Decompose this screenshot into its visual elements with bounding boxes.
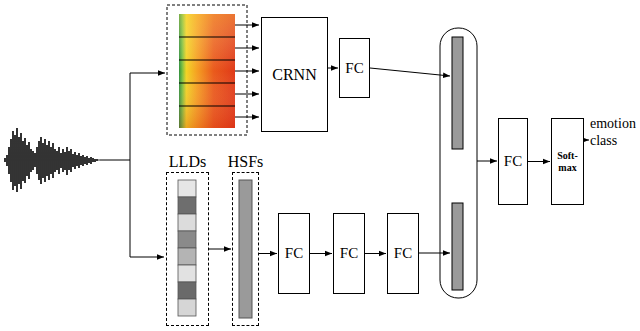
box-label: FC: [345, 60, 363, 77]
fc-box: FC: [339, 38, 370, 98]
arrow-connector: [365, 253, 386, 254]
fc-box: FC: [387, 213, 419, 294]
spectrogram-segments: [179, 37, 235, 106]
box-label: Soft- max: [554, 150, 581, 174]
spectrogram: [179, 14, 235, 128]
group-heading: LLDs: [169, 153, 206, 171]
box-label: FC: [394, 245, 412, 262]
fc-box: FC: [498, 118, 528, 205]
crnn-box: CRNN: [261, 17, 328, 132]
feature-bar: [452, 37, 463, 149]
arrow-connector: [259, 253, 277, 254]
arrow-connector: [328, 68, 338, 69]
fc-box: FC: [333, 213, 365, 294]
feature-arrow: [370, 68, 450, 76]
arrow-connector: [310, 253, 332, 254]
output-label: emotion class: [590, 115, 638, 149]
fc-box: FC: [278, 213, 310, 294]
lld-vector: [178, 180, 196, 316]
lld-group: LLDs: [166, 172, 209, 326]
feature-arrow: [418, 253, 450, 254]
box-label: FC: [285, 245, 303, 262]
concat-frame: [440, 28, 477, 298]
hsf-group: HSFs: [232, 172, 259, 326]
concat-arrow: [477, 161, 497, 162]
arrow-connector: [209, 249, 231, 250]
segment-arrows: [235, 25, 259, 117]
box-label: FC: [340, 245, 358, 262]
hsf-vector: [239, 180, 252, 318]
waveform: [5, 128, 99, 192]
box-label: FC: [504, 153, 522, 170]
arrow-connector: [528, 161, 550, 162]
input-arrow: [130, 257, 164, 258]
spectrogram-shade: [179, 14, 235, 128]
softmax-box: Soft- max: [551, 118, 584, 205]
split-line: [100, 73, 130, 257]
box-label: CRNN: [272, 66, 316, 84]
group-heading: HSFs: [228, 153, 264, 171]
feature-bar: [452, 203, 463, 290]
input-arrow: [130, 73, 165, 74]
